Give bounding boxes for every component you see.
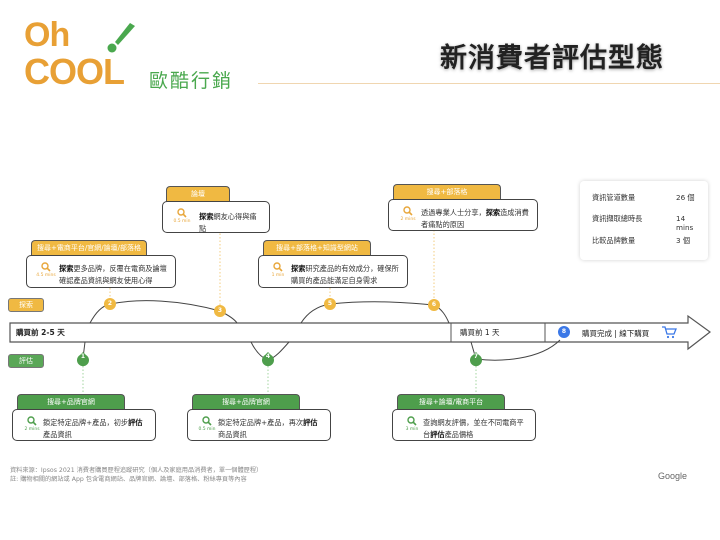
stat-row: 資訊管道數量 26 個 [592,193,702,205]
timeline-arrow [9,314,712,351]
search-icon [177,208,187,218]
card-body: 0.5 min 探索網友心得與痛點 [162,201,270,233]
touchpoint-card-5: 搜尋+部落格+知識型網站 1 min 探索研究產品的有效成分，確保所購買的產品能… [258,240,408,288]
segment-label-2-5-days: 購買前 2-5 天 [16,328,65,337]
card-channel-tab: 搜尋+品牌官網 [192,394,300,410]
stat-row: 比較品牌數量 3 個 [592,236,702,248]
card-duration: 2 mins [400,217,416,222]
node-7-marker [470,352,483,367]
touchpoint-card-7: 搜尋+論壇/電商平台 3 min 查詢網友評價，並在不同電商平台評估產品價格 [392,394,536,441]
card-duration: 0.5 min [173,219,191,224]
logo-oh-text: Oh [24,16,70,54]
touchpoint-card-6: 搜尋+部落格 2 mins 透過專業人士分享，探索造成消費者痛點的原因 [388,184,538,231]
touchpoint-card-2: 搜尋+電商平台/官網/論壇/部落格 4.5 mins 探索更多品牌，反覆在電商及… [26,240,176,288]
explore-tag: 探索 [8,298,44,312]
stat-label: 比較品牌數量 [592,236,636,245]
google-wordmark: Google [658,471,688,481]
card-body: 1 min 探索研究產品的有效成分，確保所購買的產品能滿足自身需求 [258,255,408,288]
card-channel-tab: 搜尋+論壇/電商平台 [397,394,505,410]
card-duration: 0.5 min [198,427,216,432]
card-channel-tab: 搜尋+部落格+知識型網站 [263,240,371,256]
search-icon [403,206,413,216]
node-number: 7 [473,353,479,360]
node-number: 5 [327,300,333,307]
shopping-cart-icon [662,326,677,339]
touchpoint-card-3: 論壇 0.5 min 探索網友心得與痛點 [162,186,270,233]
stat-value: 14 mins [676,214,694,232]
card-description: 探索研究產品的有效成分，確保所購買的產品能滿足自身需求 [291,264,399,285]
card-body: 4.5 mins 探索更多品牌，反覆在電商及論壇確認產品資訊與網友使用心得 [26,255,176,288]
card-duration: 3 min [405,427,419,432]
card-description: 查詢網友評價，並在不同電商平台評估產品價格 [423,418,524,439]
card-description: 探索更多品牌，反覆在電商及論壇確認產品資訊與網友使用心得 [59,264,167,285]
evaluate-tag: 評估 [8,354,44,368]
card-duration: 4.5 mins [36,273,56,278]
card-body: 0.5 min 鎖定特定品牌+產品，再次評估商品資訊 [187,409,331,441]
card-channel-tab: 搜尋+電商平台/官網/論壇/部落格 [31,240,147,256]
node-number: 4 [265,353,271,360]
page-title: 新消費者評估型態 [440,43,664,74]
logo-cool-text: COOL [24,51,125,92]
node-4-marker [262,352,274,367]
card-body: 2 mins 鎖定特定品牌+產品，初步評估產品資訊 [12,409,156,441]
source-note: 資料來源：Ipsos 2021 消費者購買歷程追蹤研究（個人及家庭用品消費者，單… [10,466,262,484]
search-icon [202,416,212,426]
node-number: 3 [217,307,223,314]
card-channel-tab: 搜尋+部落格 [393,184,501,200]
summary-stats-box: 資訊管道數量 26 個 資訊擷取總時長 14 mins 比較品牌數量 3 個 [580,181,708,260]
footnote-text: 註: 購物相關的網站或 App 包含電商網站、品牌官網、論壇、部落格、粉絲專頁等… [10,476,247,483]
search-icon [273,262,283,272]
node-5-marker [324,298,336,310]
stat-label: 資訊擷取總時長 [592,214,643,223]
node-number: 6 [431,301,437,308]
card-duration: 1 min [271,273,285,278]
node-8-marker [558,326,570,338]
search-icon [27,416,37,426]
node-1-marker [76,352,89,367]
card-description: 鎖定特定品牌+產品，初步評估產品資訊 [43,418,143,439]
search-icon [407,416,417,426]
node-number: 2 [107,300,113,307]
node-number: 1 [80,353,86,360]
touchpoint-card-4: 搜尋+品牌官網 0.5 min 鎖定特定品牌+產品，再次評估商品資訊 [187,394,331,441]
card-channel-tab: 論壇 [166,186,230,202]
ohcool-logo: Oh COOL [24,18,144,94]
source-text: 資料來源：Ipsos 2021 消費者購買歷程追蹤研究（個人及家庭用品消費者，單… [10,467,263,474]
exclamation-mark-icon [107,23,135,53]
segment-label-1-day: 購買前 1 天 [460,328,500,337]
card-body: 2 mins 透過專業人士分享，探索造成消費者痛點的原因 [388,199,538,231]
node-number: 8 [561,328,567,335]
stat-label: 資訊管道數量 [592,193,636,202]
node-6-marker [428,299,440,311]
card-description: 探索網友心得與痛點 [199,212,257,233]
stat-value: 3 個 [676,236,691,245]
stat-row: 資訊擷取總時長 14 mins [592,214,702,232]
card-body: 3 min 查詢網友評價，並在不同電商平台評估產品價格 [392,409,536,441]
card-description: 鎖定特定品牌+產品，再次評估商品資訊 [218,418,318,439]
stat-value: 26 個 [676,193,695,202]
search-icon [41,262,51,272]
card-duration: 2 mins [24,427,40,432]
node-3-marker [214,305,226,317]
node-2-marker [104,298,116,310]
brand-name-cn: 歐酷行銷 [149,70,234,92]
card-channel-tab: 搜尋+品牌官網 [17,394,125,410]
segment-label-purchase: 購買完成 | 線下購買 [582,329,650,338]
card-description: 透過專業人士分享，探索造成消費者痛點的原因 [421,208,529,229]
header-divider [258,83,720,84]
touchpoint-card-1: 搜尋+品牌官網 2 mins 鎖定特定品牌+產品，初步評估產品資訊 [12,394,156,441]
